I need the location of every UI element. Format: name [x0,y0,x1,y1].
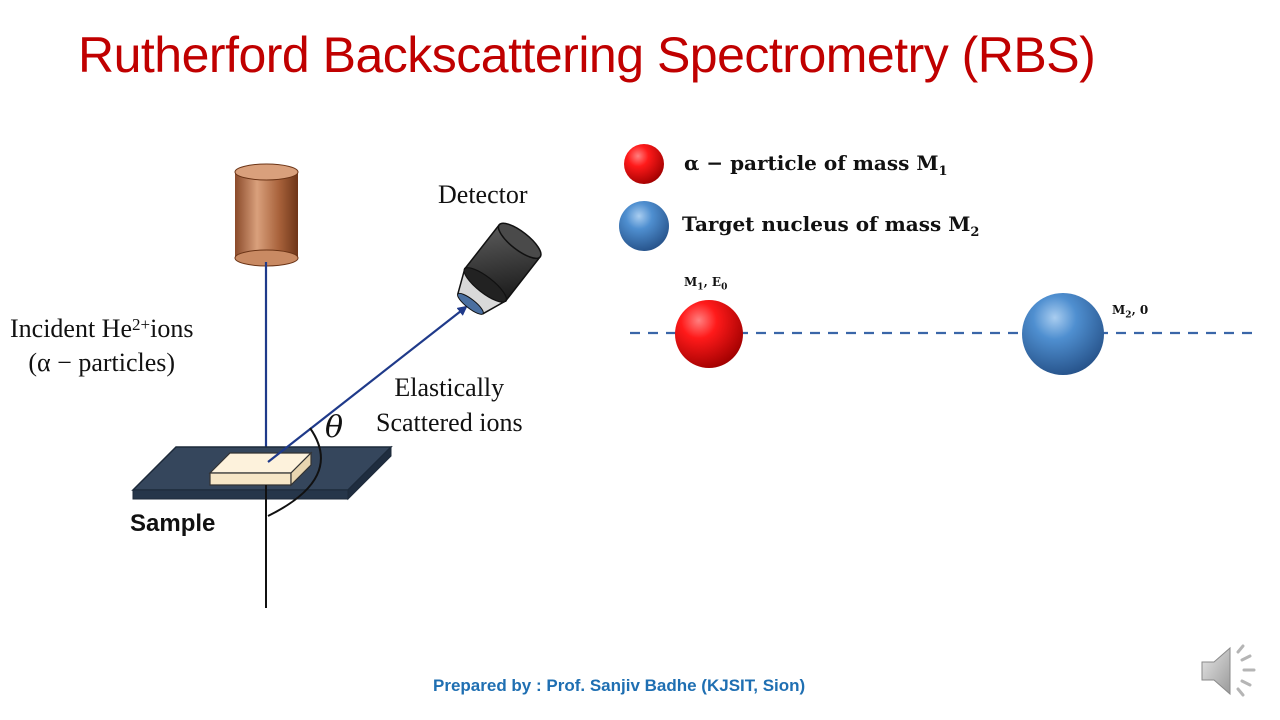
target-nucleus-legend-ball [619,201,669,251]
target-nucleus-ball [1022,293,1104,375]
scattered-beam [267,305,468,463]
slide-title: Rutherford Backscattering Spectrometry (… [78,27,1096,83]
scattering-angle-label: θ [325,410,344,445]
alpha-particle-ball [675,300,743,368]
detector-icon [456,222,542,315]
scattering-angle-arc [267,427,322,517]
footer-credit: Prepared by : Prof. Sanjiv Badhe (KJSIT,… [433,676,806,695]
sample-substrate [131,445,393,501]
target-mass-energy-label: M2, 0 [1112,303,1149,321]
incident-ions-label: Incident He2+ions (α − particles) [10,314,194,377]
detector-label: Detector [438,180,528,209]
sample-label: Sample [130,510,216,537]
alpha-particle-legend-ball [624,144,664,184]
target-nucleus-legend-text: Target nucleus of mass M2 [682,212,980,240]
alpha-particle-legend-text: α − particle of mass M1 [684,151,948,179]
alpha-mass-energy-label: M1, E0 [684,275,728,293]
ion-source-cylinder [234,163,299,267]
speaker-icon[interactable] [1198,640,1264,707]
scattered-ions-label: Elastically Scattered ions [376,373,523,437]
